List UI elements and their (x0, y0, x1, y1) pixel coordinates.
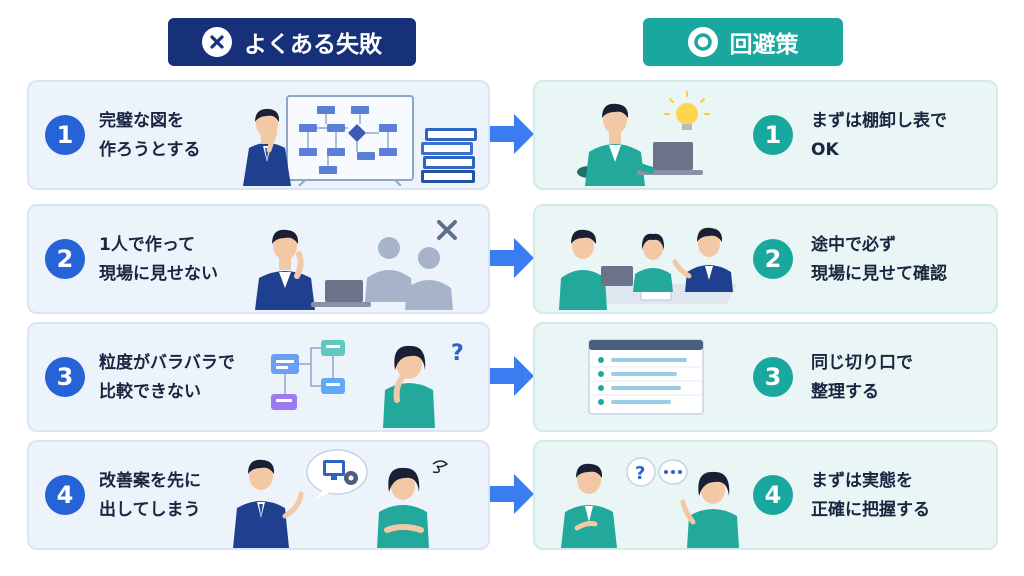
header-right-label: 回避策 (729, 32, 799, 58)
mistake-text: 粒度がバラバラで 比較できない (99, 353, 235, 402)
solution-text: 同じ切り口で 整理する (811, 353, 913, 402)
solution-text: まずは棚卸し表で OK (811, 111, 947, 160)
x-circle-icon (202, 27, 232, 57)
question-mark-icon: ? (635, 463, 645, 484)
header-common-mistakes: よくある失敗 (168, 18, 416, 66)
step-number: 1 (753, 115, 793, 155)
laptop-worker-illustration (577, 91, 710, 186)
lightbulb-icon (664, 91, 710, 130)
step-number: 3 (45, 357, 85, 397)
confused-scribble-icon (432, 460, 449, 474)
circle-icon (687, 27, 718, 57)
mistake-text: 1人で作って 現場に見せない (99, 235, 218, 284)
mistake-text: 完璧な図を 作ろうとする (99, 111, 201, 160)
arrow-right-icon (490, 238, 534, 278)
mistake-card-3: 3 粒度がバラバラで 比較できない ? (27, 322, 490, 432)
mistake-card-1: 1 完璧な図を 作ろうとする (27, 80, 490, 190)
inconsistent-granularity-illustration: ? (271, 340, 464, 428)
solution-text: まずは実態を 正確に把握する (811, 471, 930, 520)
step-number: 2 (45, 239, 85, 279)
step-number: 4 (45, 475, 85, 515)
complex-flowchart-illustration (243, 95, 477, 186)
mistake-card-2: 2 1人で作って 現場に見せない (27, 204, 490, 314)
ellipsis-icon (664, 470, 682, 474)
arrow-right-icon (490, 356, 534, 396)
solution-card-2: 2 途中で必ず 現場に見せて確認 (533, 204, 998, 314)
step-number: 1 (45, 115, 85, 155)
solution-card-1: 1 まずは棚卸し表で OK (533, 80, 998, 190)
step-number: 4 (753, 475, 793, 515)
mistake-card-4: 4 改善案を先に 出してしまう (27, 440, 490, 550)
solution-text: 途中で必ず 現場に見せて確認 (811, 235, 947, 284)
question-mark-icon: ? (451, 341, 464, 366)
team-review-illustration (559, 227, 737, 310)
x-mark-icon (437, 220, 457, 240)
solution-card-3: 3 同じ切り口で 整理する (533, 322, 998, 432)
arrow-right-icon (490, 474, 534, 514)
working-alone-illustration (255, 220, 457, 310)
mistake-text: 改善案を先に 出してしまう (99, 471, 201, 520)
step-number: 3 (753, 357, 793, 397)
header-left-label: よくある失敗 (244, 32, 382, 58)
solution-card-4: ? 4 まずは実態を 正確に把握する (533, 440, 998, 550)
step-number: 2 (753, 239, 793, 279)
header-solutions: 回避策 (643, 18, 843, 66)
arrow-right-icon (490, 114, 534, 154)
premature-proposal-illustration (233, 449, 449, 548)
organized-table-illustration (588, 339, 704, 415)
listening-understanding-illustration: ? (561, 457, 739, 548)
